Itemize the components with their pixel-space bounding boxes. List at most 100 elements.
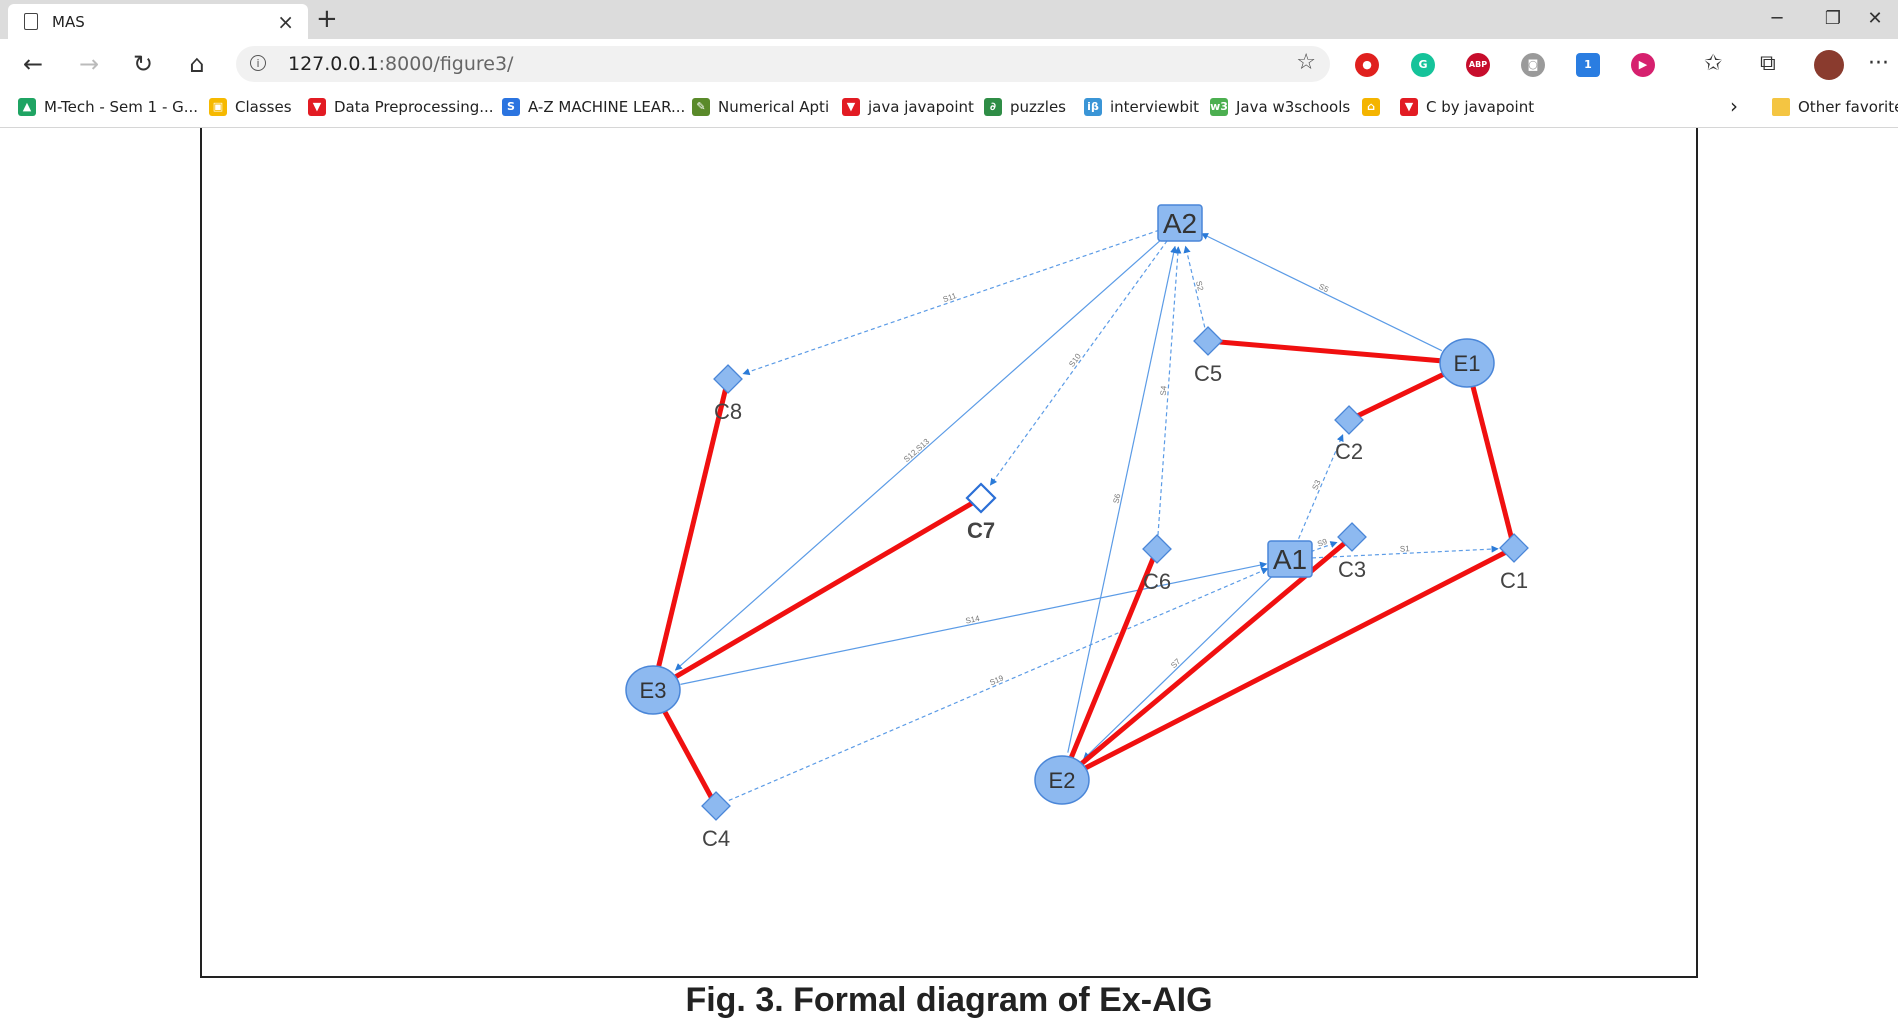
javapoint-icon: ▼ [308, 98, 326, 116]
relation-edge[interactable] [680, 561, 1268, 685]
assignment-edge[interactable] [1059, 548, 1160, 781]
edge-label: S5 [1317, 282, 1330, 295]
javapoint-icon: ▼ [1400, 98, 1418, 116]
bookmark-item[interactable]: ▲M-Tech - Sem 1 - G... [18, 98, 198, 116]
other-favorites[interactable]: Other favorites [1772, 98, 1898, 116]
profile-avatar[interactable] [1814, 50, 1844, 80]
relation-edge[interactable] [1311, 545, 1499, 559]
node-label: E3 [640, 678, 667, 703]
node-label: C2 [1335, 439, 1363, 464]
minimize-button[interactable]: ─ [1771, 8, 1783, 29]
bookmark-item[interactable]: ▣Classes [209, 98, 292, 116]
node-c8[interactable]: C8 [713, 364, 743, 424]
bookmark-item[interactable]: ▼C by javapoint [1400, 98, 1534, 116]
edge-label: S9 [1316, 537, 1329, 549]
favorite-star-icon[interactable]: ☆ [1296, 50, 1316, 75]
settings-menu-icon[interactable]: ··· [1868, 51, 1889, 76]
edge-label: S4 [1159, 385, 1169, 396]
restore-button[interactable]: ❐ [1824, 8, 1842, 29]
home-button[interactable]: ⌂ [189, 50, 205, 78]
assignment-edge[interactable] [650, 378, 731, 691]
assignment-edge[interactable] [1464, 362, 1517, 549]
bookmark-item[interactable]: ▼Data Preprocessing... [308, 98, 494, 116]
abp-icon[interactable]: ABP [1466, 53, 1490, 77]
favorites-icon[interactable]: ✩ [1704, 51, 1723, 76]
bookmarks-bar: ▲M-Tech - Sem 1 - G... ▣Classes ▼Data Pr… [0, 89, 1898, 128]
bookmark-item[interactable]: ▼java javapoint [842, 98, 974, 116]
bookmark-item[interactable]: ∂puzzles [984, 98, 1066, 116]
node-c7[interactable]: C7 [965, 482, 997, 543]
tab-strip: MAS × + ─ ❐ ✕ [0, 0, 1898, 39]
node-c1[interactable]: C1 [1499, 533, 1529, 593]
relation-edge[interactable] [1298, 434, 1344, 539]
relation-edge[interactable] [989, 240, 1168, 486]
gfg-icon: ∂ [984, 98, 1002, 116]
interviewbit-icon: iβ [1084, 98, 1102, 116]
assignment-edge[interactable] [1060, 545, 1516, 783]
forward-button[interactable]: → [78, 50, 100, 78]
node-e2[interactable]: E2 [1034, 755, 1090, 805]
edge-label: S1 [1400, 544, 1411, 553]
relation-edge[interactable] [1083, 573, 1275, 760]
node-c2[interactable]: C2 [1334, 405, 1364, 464]
relation-edge[interactable] [1310, 541, 1338, 553]
relation-edge[interactable] [1067, 245, 1178, 753]
tab-close-icon[interactable]: × [277, 9, 294, 34]
bookmark-item[interactable]: ⌂ [1362, 98, 1388, 116]
close-window-button[interactable]: ✕ [1867, 8, 1883, 29]
node-c3[interactable]: C3 [1337, 522, 1367, 582]
refresh-button[interactable]: ↻ [132, 50, 154, 78]
relation-edge[interactable] [1157, 246, 1182, 536]
node-label: A2 [1163, 208, 1197, 239]
relation-edge[interactable] [742, 229, 1160, 376]
new-tab-button[interactable]: + [316, 4, 338, 34]
edge-label: S6 [1112, 492, 1123, 504]
bookmark-icon: ⌂ [1362, 98, 1380, 116]
back-button[interactable]: ← [22, 50, 44, 78]
node-e3[interactable]: E3 [625, 665, 681, 715]
node-label: C4 [702, 826, 730, 851]
page-icon [24, 13, 38, 30]
node-label: C3 [1338, 557, 1366, 582]
adblock-icon[interactable]: ● [1355, 53, 1379, 77]
node-a1[interactable]: A1 [1267, 540, 1313, 578]
figure-frame [200, 128, 1698, 978]
play-icon[interactable]: ▶ [1631, 53, 1655, 77]
node-a2[interactable]: A2 [1157, 204, 1203, 242]
node-label: E1 [1454, 351, 1481, 376]
folder-icon [1772, 98, 1790, 116]
url-text[interactable]: 127.0.0.1:8000/figure3/ [288, 53, 514, 75]
collections-icon[interactable]: ⧉ [1760, 51, 1776, 76]
figure-caption: Fig. 3. Formal diagram of Ex-AIG [685, 981, 1213, 1019]
extension-badge-icon[interactable]: 1 [1576, 53, 1600, 77]
node-label: C1 [1500, 568, 1528, 593]
node-label: A1 [1273, 544, 1307, 575]
relation-edge[interactable] [674, 237, 1164, 671]
node-c6[interactable]: C6 [1142, 534, 1172, 594]
chevron-right-icon[interactable]: › [1730, 94, 1738, 118]
address-bar[interactable]: i 127.0.0.1:8000/figure3/ ☆ [236, 46, 1330, 82]
bookmark-item[interactable]: ✎Numerical Apti [692, 98, 829, 116]
navigation-bar: ← → ↻ ⌂ i 127.0.0.1:8000/figure3/ ☆ ● G … [0, 39, 1898, 89]
grammarly-icon[interactable]: G [1411, 53, 1435, 77]
browser-tab[interactable]: MAS × [8, 4, 308, 39]
tab-title: MAS [52, 12, 85, 31]
node-c5[interactable]: C5 [1193, 326, 1223, 386]
node-label: E2 [1049, 768, 1076, 793]
w3schools-icon: w3 [1210, 98, 1228, 116]
node-c4[interactable]: C4 [701, 791, 731, 851]
assignment-edge[interactable] [651, 495, 983, 693]
info-icon[interactable]: i [250, 55, 266, 71]
indiabix-icon: ✎ [692, 98, 710, 116]
edge-label: S19 [988, 673, 1005, 687]
camera-icon[interactable]: ◙ [1521, 53, 1545, 77]
node-e1[interactable]: E1 [1439, 338, 1495, 388]
javapoint-icon: ▼ [842, 98, 860, 116]
node-label: C8 [714, 399, 742, 424]
assignment-edge[interactable] [1207, 338, 1468, 366]
relation-edge[interactable] [1200, 232, 1443, 352]
